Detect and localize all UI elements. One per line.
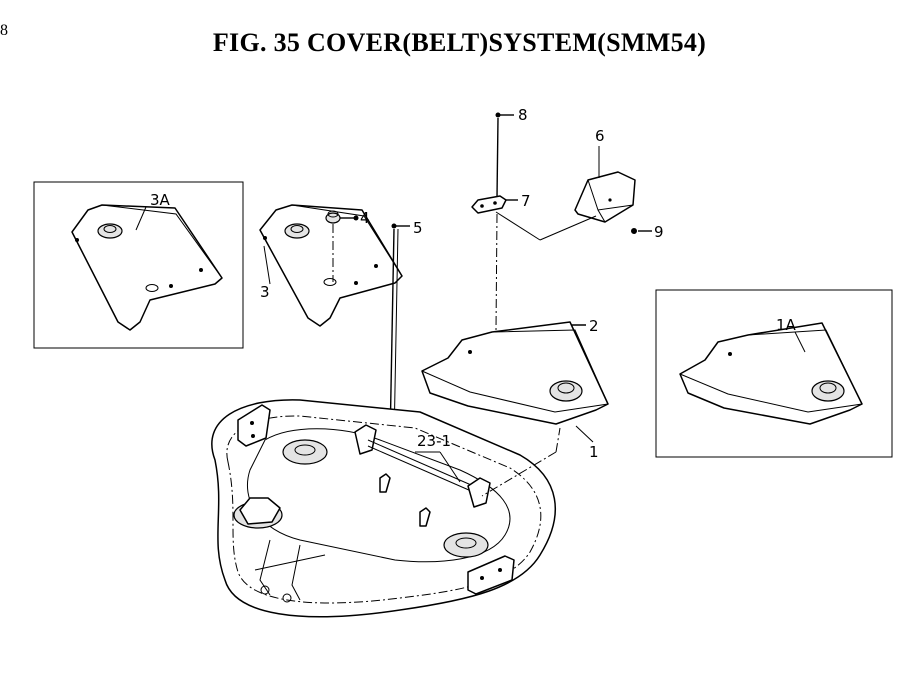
callout-3: 3 [260, 283, 270, 301]
callout-9: 9 [654, 223, 664, 241]
callout-2: 2 [589, 317, 599, 335]
callout-3a: 3A [150, 191, 171, 209]
bracket-part-7 [471, 195, 507, 214]
mower-deck [211, 399, 557, 618]
cover-part-1 [421, 321, 609, 425]
nut-part-9 [631, 228, 637, 234]
cover-part-3 [259, 204, 403, 327]
knob-part-4 [325, 210, 341, 224]
callout-7: 7 [521, 192, 531, 210]
detail-box-3a [33, 181, 244, 349]
callout-5: 5 [413, 219, 423, 237]
callout-1a: 1A [776, 316, 797, 334]
callout-23-1: 23-1 [417, 432, 451, 450]
callout-8: 8 [518, 106, 528, 124]
callout-1: 1 [589, 443, 599, 461]
callout-6: 6 [595, 127, 605, 145]
figure-title: FIG. 35 COVER(BELT)SYSTEM(SMM54) [212, 28, 707, 57]
page-number: 8 [0, 22, 8, 39]
callout-4: 4 [360, 209, 370, 227]
detail-box-1a [655, 289, 893, 458]
cover-part-3a [71, 204, 223, 331]
cover-part-1a [679, 322, 863, 425]
cover-part-6 [574, 171, 636, 223]
